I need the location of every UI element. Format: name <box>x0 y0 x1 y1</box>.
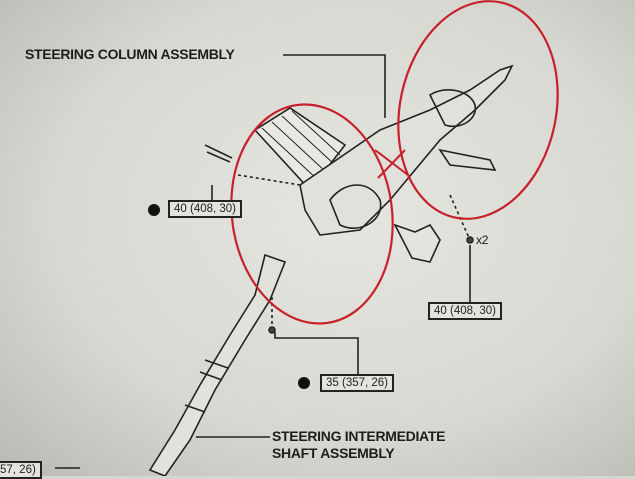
torque-box-left-bolt: 40 (408, 30) <box>168 200 243 218</box>
column-assembly-label: STEERING COLUMN ASSEMBLY <box>25 46 235 62</box>
intermediate-shaft-label-2: SHAFT ASSEMBLY <box>272 445 395 461</box>
markup-cross <box>374 149 409 179</box>
markup-circle-left <box>230 103 394 325</box>
torque-box-right-nut: 40 (408, 30) <box>428 302 503 320</box>
bullet-icon <box>298 377 310 389</box>
intermediate-shaft-label-1: STEERING INTERMEDIATE <box>272 428 446 444</box>
bolt <box>204 144 233 163</box>
markup-circle-right <box>397 0 559 220</box>
bullet-icon <box>148 204 160 216</box>
quantity-label: x2 <box>476 233 489 247</box>
shaft-bolt-leader <box>274 332 359 374</box>
nut <box>466 236 474 244</box>
bracket <box>393 223 441 263</box>
intermediate-shaft <box>148 253 287 476</box>
torque-box-shaft-bolt: 35 (357, 26) <box>320 374 395 392</box>
lever <box>438 148 497 171</box>
column-leader-line <box>283 54 386 118</box>
torque-box-bottom-partial: 57, 26) <box>0 461 42 479</box>
